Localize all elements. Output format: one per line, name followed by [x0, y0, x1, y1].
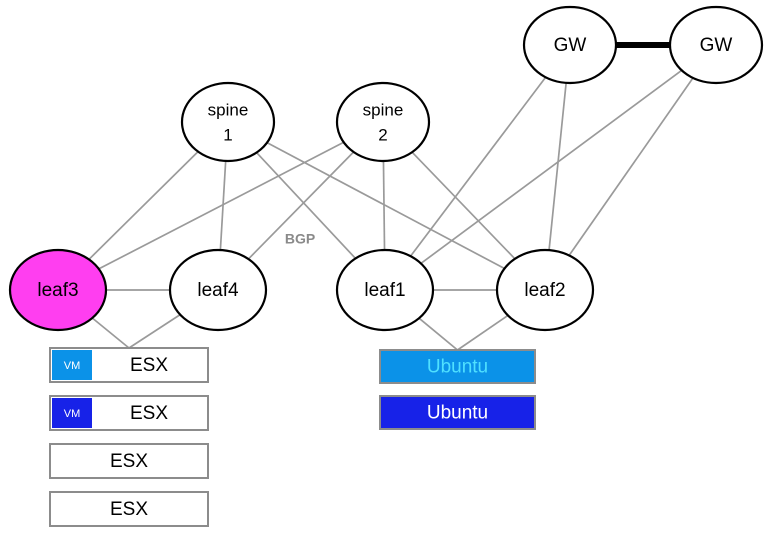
- node-leaf1[interactable]: leaf1: [335, 248, 435, 332]
- annotation-bgp: BGP: [285, 231, 315, 247]
- node-label: leaf3: [37, 280, 78, 301]
- vm-badge: [52, 350, 92, 380]
- host-esx1[interactable]: VM ESX: [49, 347, 209, 383]
- link-spine1-leaf2: [266, 141, 505, 270]
- host-label: ESX: [110, 499, 148, 520]
- host-label: ESX: [130, 355, 168, 376]
- node-label: leaf2: [524, 280, 565, 301]
- node-label: leaf4: [197, 280, 239, 301]
- vm-badge-label: VM: [64, 360, 81, 372]
- node-label: GW: [554, 35, 587, 56]
- host-box: [49, 491, 209, 527]
- node-shape: [495, 248, 595, 332]
- node-shape: [180, 81, 276, 163]
- link-layer: [88, 42, 694, 291]
- node-leaf2[interactable]: leaf2: [495, 248, 595, 332]
- vm-badge: [52, 398, 92, 428]
- link-spine2-leaf1: [382, 160, 386, 251]
- node-gw2[interactable]: GW: [668, 5, 764, 85]
- annotation-layer: BGP: [285, 231, 315, 247]
- host-label: Ubuntu: [427, 357, 488, 378]
- host-label: ESX: [110, 451, 148, 472]
- host-esx4[interactable]: ESX: [49, 491, 209, 527]
- link-spine2-leaf2: [411, 151, 516, 260]
- host-box: [379, 395, 536, 430]
- node-label: GW: [700, 35, 733, 56]
- node-shape: [335, 248, 435, 332]
- link-spine1-leaf1: [255, 151, 357, 260]
- node-leaf4[interactable]: leaf4: [168, 248, 268, 332]
- host-link-layer: [91, 313, 509, 351]
- host-ubuntu1[interactable]: Ubuntu: [379, 349, 536, 384]
- link-spine2-leaf3: [98, 141, 345, 270]
- link-leaf2-ubuntu1: [457, 314, 509, 351]
- host-box: [379, 349, 536, 384]
- host-label: Ubuntu: [427, 403, 488, 424]
- node-spine2[interactable]: spine 2: [335, 81, 431, 163]
- vm-badge-label: VM: [64, 408, 81, 420]
- node-gw1[interactable]: GW: [522, 5, 618, 85]
- link-gw2-leaf2: [568, 77, 694, 256]
- host-ubuntu2[interactable]: Ubuntu: [379, 395, 536, 430]
- link-leaf1-ubuntu1: [418, 317, 459, 351]
- link-gw1-leaf1: [409, 76, 547, 257]
- node-label: spine: [363, 100, 404, 119]
- node-label: spine: [208, 100, 249, 119]
- node-label: leaf1: [364, 280, 405, 301]
- link-spine2-leaf4: [247, 151, 355, 260]
- node-layer: GW GW spine 1 spine 2 leaf3 leaf4 leaf1 leaf2: [8, 5, 764, 332]
- host-esx3[interactable]: ESX: [49, 443, 209, 479]
- link-leaf4-esx1: [128, 313, 181, 349]
- node-shape: [168, 248, 268, 332]
- node-shape: [668, 5, 764, 85]
- host-esx2[interactable]: VM ESX: [49, 395, 209, 431]
- link-spine1-leaf3: [88, 150, 199, 261]
- node-label-line2: 1: [223, 125, 232, 144]
- node-spine1[interactable]: spine 1: [180, 81, 276, 163]
- node-shape: [335, 81, 431, 163]
- node-shape: [522, 5, 618, 85]
- host-label: ESX: [130, 403, 168, 424]
- link-leaf3-esx1: [91, 317, 130, 349]
- link-gw2-leaf1: [420, 69, 683, 265]
- node-label-line2: 2: [378, 125, 387, 144]
- node-shape: [8, 248, 108, 332]
- host-box: [49, 443, 209, 479]
- link-gw1-leaf2: [548, 82, 567, 251]
- node-leaf3[interactable]: leaf3: [8, 248, 108, 332]
